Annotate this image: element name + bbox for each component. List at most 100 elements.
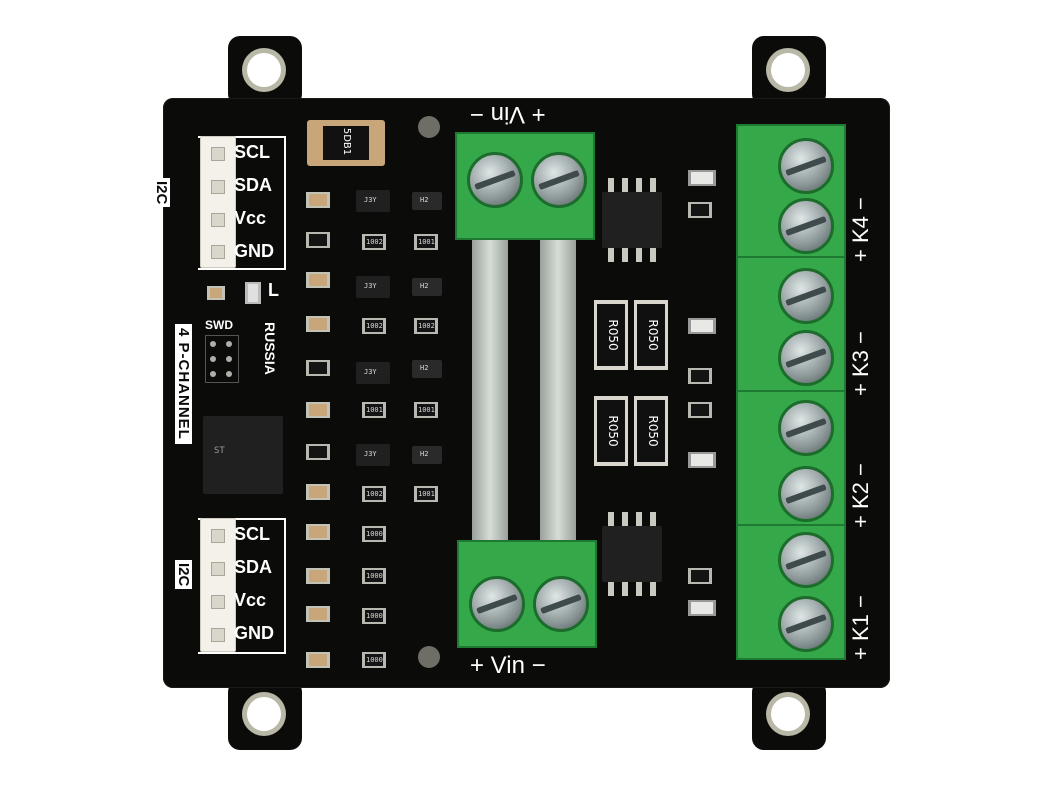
resistor: 1001 bbox=[414, 234, 438, 250]
fiducial bbox=[418, 116, 440, 138]
status-led-l bbox=[245, 282, 261, 304]
transistor: J3Y bbox=[356, 362, 390, 384]
screw-icon[interactable] bbox=[778, 198, 834, 254]
vin-terminal-top[interactable] bbox=[455, 132, 595, 240]
pin-label-gnd: GND bbox=[234, 623, 274, 643]
vin-top-label: + Vin − bbox=[470, 101, 546, 128]
mount-hole bbox=[247, 697, 281, 731]
shunt-resistor: R050 bbox=[594, 300, 628, 370]
pin-label-vcc: Vcc bbox=[234, 208, 267, 228]
capacitor bbox=[306, 652, 330, 668]
resistor: 1000 bbox=[362, 568, 386, 584]
screw-icon[interactable] bbox=[467, 152, 523, 208]
mcu-chip bbox=[203, 416, 283, 494]
resistor bbox=[306, 444, 330, 460]
resistor: 1002 bbox=[362, 234, 386, 250]
pin-label-scl: SCL bbox=[234, 142, 270, 162]
resistor: 1001 bbox=[414, 486, 438, 502]
resistor bbox=[306, 360, 330, 376]
power-trace-left bbox=[472, 240, 508, 560]
channel-label-k1: + K1 − bbox=[848, 595, 873, 660]
screw-icon[interactable] bbox=[531, 152, 587, 208]
screw-icon[interactable] bbox=[778, 596, 834, 652]
channel-label-k4: + K4 − bbox=[848, 197, 873, 262]
screw-icon[interactable] bbox=[533, 576, 589, 632]
swd-label: SWD bbox=[205, 318, 233, 332]
channel-label-k2: + K2 − bbox=[848, 463, 873, 528]
channel-led bbox=[688, 600, 716, 616]
pin-label-gnd: GND bbox=[234, 241, 274, 261]
mount-ear-top-right bbox=[752, 36, 826, 106]
capacitor bbox=[306, 524, 330, 540]
capacitor bbox=[306, 192, 330, 208]
resistor bbox=[306, 232, 330, 248]
pin-label-sda: SDA bbox=[234, 557, 273, 577]
led-label-l: L bbox=[268, 280, 279, 300]
screw-icon[interactable] bbox=[778, 532, 834, 588]
vin-terminal-bottom[interactable] bbox=[457, 540, 597, 648]
resistor: 1001 bbox=[414, 402, 438, 418]
capacitor bbox=[306, 316, 330, 332]
mount-ear-top-left bbox=[228, 36, 302, 106]
bus-label-bottom: I2C bbox=[175, 560, 192, 590]
shunt-resistor: R050 bbox=[634, 300, 668, 370]
screw-icon[interactable] bbox=[778, 138, 834, 194]
fiducial bbox=[418, 646, 440, 668]
resistor: 1001 bbox=[362, 402, 386, 418]
screw-icon[interactable] bbox=[469, 576, 525, 632]
resistor: 1000 bbox=[362, 608, 386, 624]
pin-label-vcc: Vcc bbox=[234, 590, 267, 610]
transistor: J3Y bbox=[356, 444, 390, 466]
diode: H2 bbox=[412, 192, 442, 210]
i2c-connector-top[interactable] bbox=[200, 136, 236, 268]
i2c-connector-bottom[interactable] bbox=[200, 518, 236, 652]
resistor bbox=[688, 202, 712, 218]
screw-icon[interactable] bbox=[778, 466, 834, 522]
output-terminal-strip bbox=[736, 124, 846, 660]
screw-icon[interactable] bbox=[778, 400, 834, 456]
diode: H2 bbox=[412, 360, 442, 378]
channel-led bbox=[688, 452, 716, 468]
capacitor bbox=[306, 568, 330, 584]
resistor: 1002 bbox=[414, 318, 438, 334]
driver-ic-bottom bbox=[602, 526, 662, 582]
shunt-resistor: R050 bbox=[594, 396, 628, 466]
mount-hole bbox=[771, 697, 805, 731]
capacitor bbox=[306, 402, 330, 418]
diode: H2 bbox=[412, 446, 442, 464]
transistor: J3Y bbox=[356, 190, 390, 212]
resistor: 1000 bbox=[362, 652, 386, 668]
shunt-resistor: R050 bbox=[634, 396, 668, 466]
country-label: RUSSIA bbox=[262, 322, 278, 375]
channel-led bbox=[688, 318, 716, 334]
status-led bbox=[207, 286, 225, 300]
diode: H2 bbox=[412, 278, 442, 296]
fuse: 5DB1 bbox=[307, 120, 385, 166]
screw-icon[interactable] bbox=[778, 330, 834, 386]
resistor bbox=[688, 368, 712, 384]
product-label: 4 P-CHANNEL bbox=[175, 324, 192, 444]
capacitor bbox=[306, 484, 330, 500]
resistor: 1002 bbox=[362, 486, 386, 502]
capacitor bbox=[306, 272, 330, 288]
swd-header[interactable] bbox=[205, 335, 239, 383]
screw-icon[interactable] bbox=[778, 268, 834, 324]
i2c-frame-bottom bbox=[198, 518, 286, 654]
pin-label-scl: SCL bbox=[234, 524, 270, 544]
vin-bottom-label: + Vin − bbox=[470, 652, 546, 679]
mount-ear-bottom-right bbox=[752, 680, 826, 750]
bus-label-top: I2C bbox=[153, 178, 170, 208]
mount-ear-bottom-left bbox=[228, 680, 302, 750]
mcu-marking: ST bbox=[214, 446, 225, 456]
mount-hole bbox=[771, 53, 805, 87]
driver-ic-top bbox=[602, 192, 662, 248]
transistor: J3Y bbox=[356, 276, 390, 298]
resistor: 1002 bbox=[362, 318, 386, 334]
resistor: 1000 bbox=[362, 526, 386, 542]
resistor bbox=[688, 402, 712, 418]
i2c-frame-top bbox=[198, 136, 286, 270]
pin-label-sda: SDA bbox=[234, 175, 273, 195]
channel-label-k3: + K3 − bbox=[848, 331, 873, 396]
power-trace-right bbox=[540, 240, 576, 560]
resistor bbox=[688, 568, 712, 584]
